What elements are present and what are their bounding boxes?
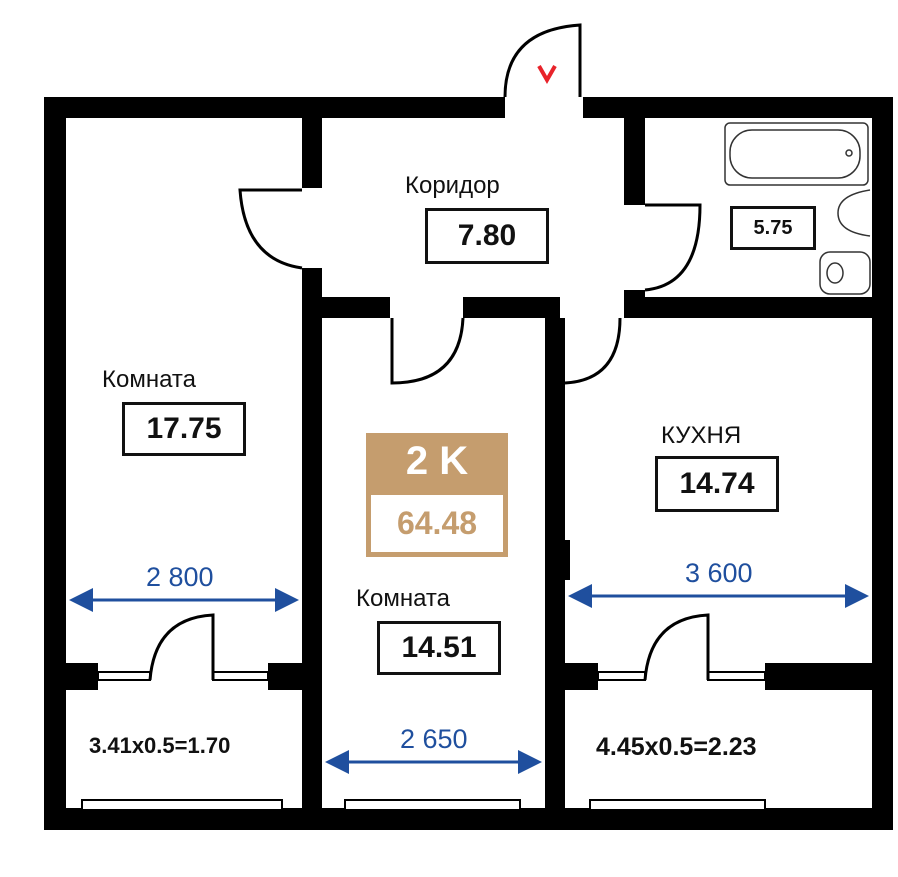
balcony-area-right: 4.45x0.5=2.23 [596, 733, 757, 761]
apartment-type-badge: 2 K 64.48 [366, 433, 508, 557]
balcony-area-left: 3.41x0.5=1.70 [89, 733, 231, 758]
total-area: 64.48 [371, 495, 503, 552]
walls [44, 97, 893, 830]
room-area-corridor: 7.80 [425, 208, 549, 264]
dimension-label-room-2: 2 650 [400, 724, 468, 754]
room-name-room-2: Комната [356, 585, 450, 612]
room-area-room-2: 14.51 [377, 621, 501, 675]
dimension-lines [69, 584, 869, 774]
room-name-corridor: Коридор [405, 172, 500, 199]
room-area-bathroom: 5.75 [730, 206, 816, 250]
doors [148, 23, 710, 681]
windows [81, 671, 766, 811]
chevron-down-icon [537, 65, 557, 85]
apartment-type: 2 K [405, 439, 469, 483]
room-area-room-1: 17.75 [122, 402, 246, 456]
dimension-label-kitchen: 3 600 [685, 558, 753, 588]
bathroom-fixtures [724, 122, 871, 295]
room-name-room-1: Комната [102, 366, 196, 393]
dimension-label-room-1: 2 800 [146, 562, 214, 592]
room-area-kitchen: 14.74 [655, 456, 779, 512]
room-name-kitchen: КУХНЯ [661, 422, 742, 449]
